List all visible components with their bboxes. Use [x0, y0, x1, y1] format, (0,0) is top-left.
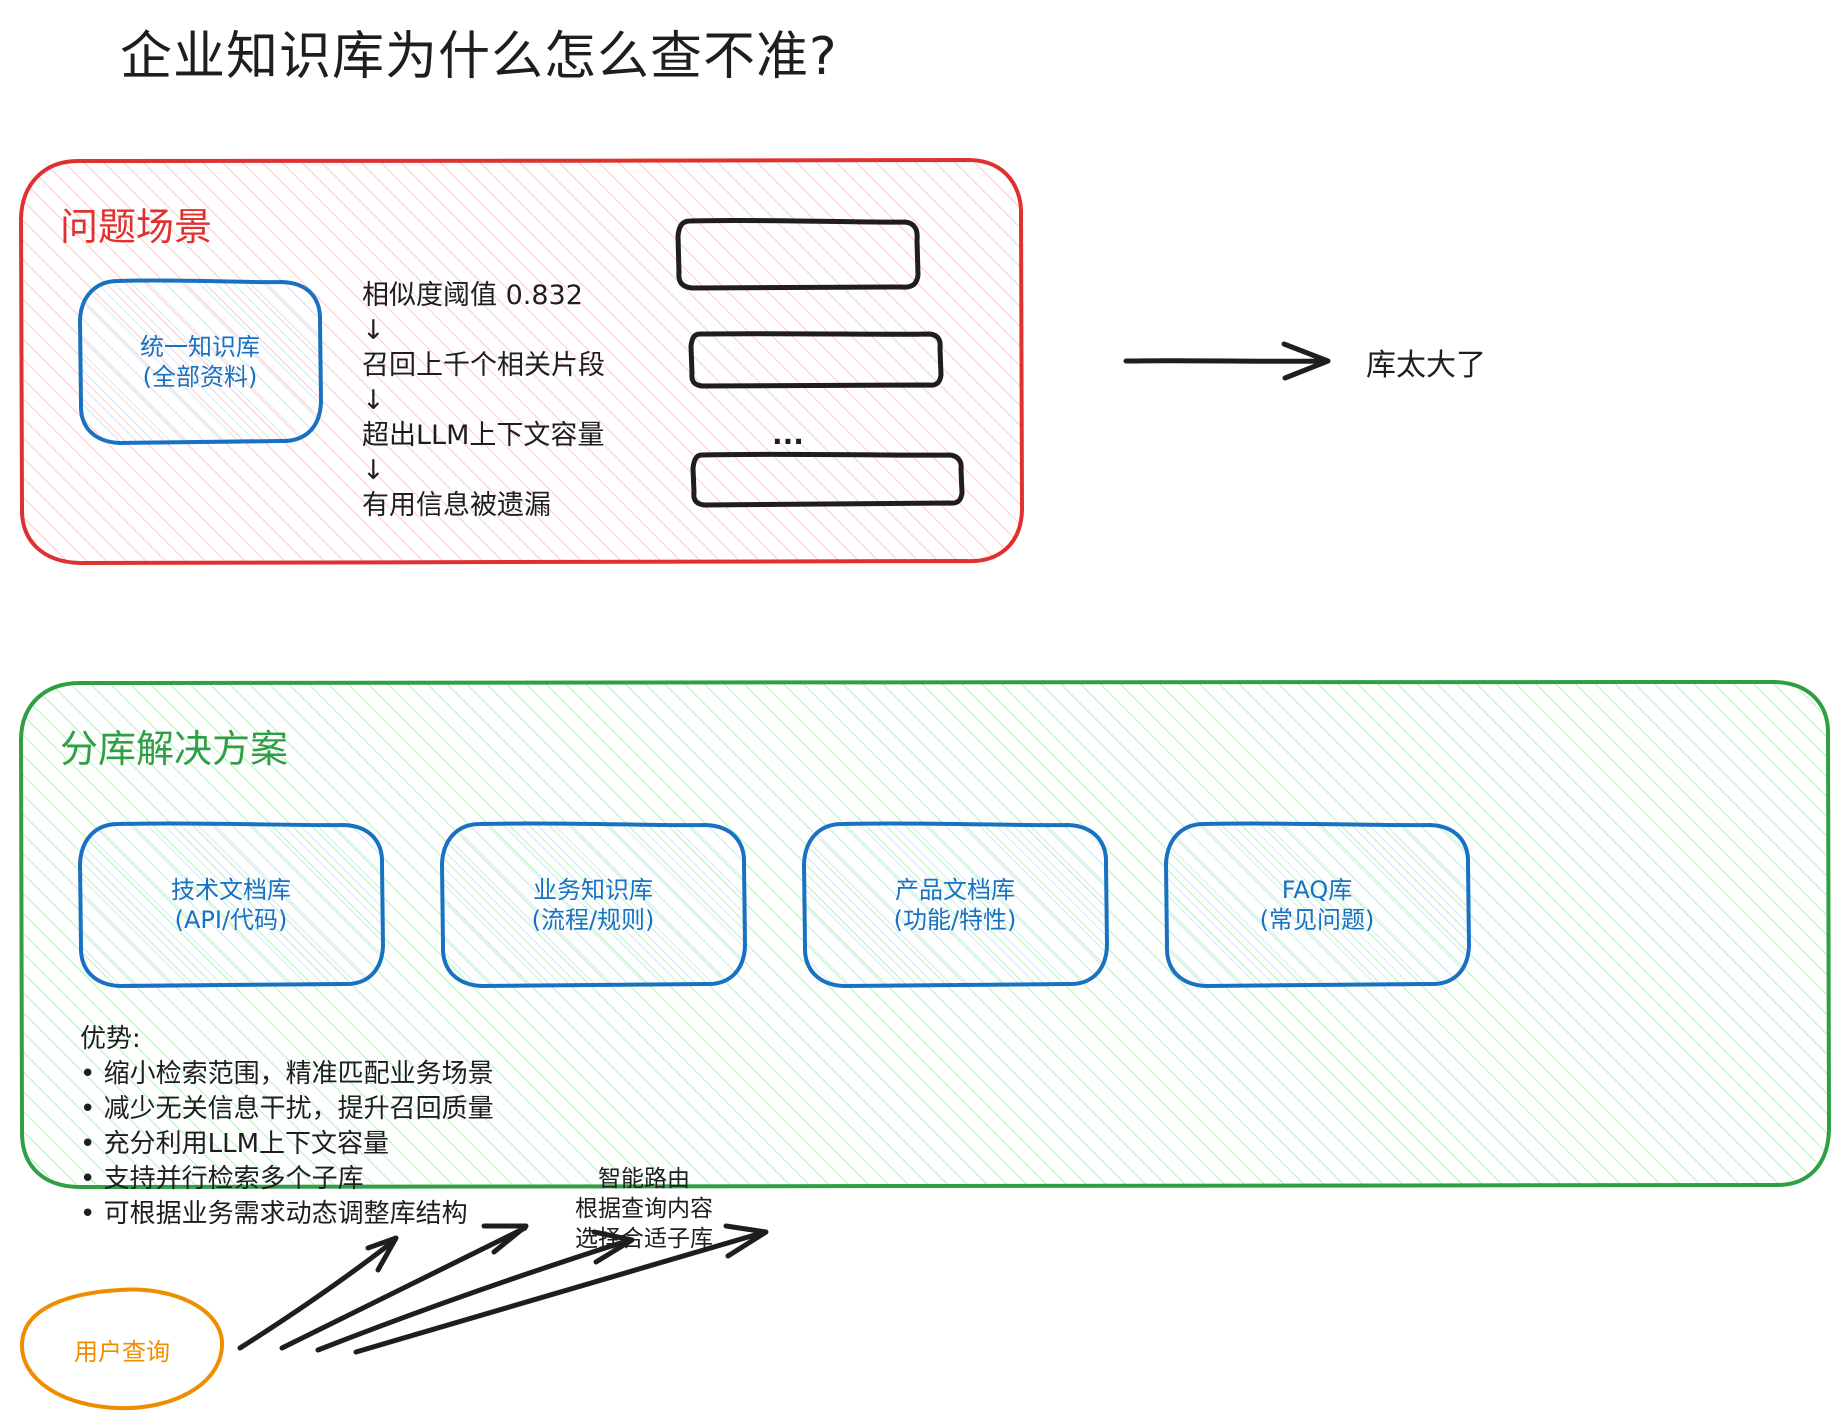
advantages-list: 优势: • 缩小检索范围，精准匹配业务场景 • 减少无关信息干扰，提升召回质量 … [80, 1022, 494, 1232]
advantage-item: • 缩小检索范围，精准匹配业务场景 [80, 1059, 494, 1089]
advantage-item: • 充分利用LLM上下文容量 [80, 1129, 390, 1159]
library-label: 技术文档库 (API/代码) [80, 825, 382, 985]
user-query-node [19, 1287, 225, 1411]
advantage-item: • 可根据业务需求动态调整库结构 [80, 1199, 468, 1229]
library-label: 业务知识库 (流程/规则) [442, 825, 744, 985]
library-name: 业务知识库 [533, 876, 653, 904]
problem-flow: 相似度阈值 0.832 ↓ 召回上千个相关片段 ↓ 超出LLM上下文容量 ↓ 有… [362, 278, 605, 523]
solution-section-title: 分库解决方案 [60, 727, 289, 771]
unified-kb-node [77, 278, 324, 446]
advantages-title: 优势: [80, 1024, 141, 1054]
library-node-product [801, 821, 1110, 989]
library-node-faq [1163, 821, 1472, 989]
library-note: (功能/特性) [893, 906, 1017, 934]
flow-arrow: ↓ [362, 385, 385, 416]
page-title: 企业知识库为什么怎么查不准? [120, 27, 838, 87]
chunk-box [690, 451, 965, 508]
library-name: 技术文档库 [171, 876, 291, 904]
flow-arrow: ↓ [362, 315, 385, 346]
routing-desc: 选择合适子库 [575, 1226, 713, 1252]
flow-step: 超出LLM上下文容量 [362, 420, 605, 451]
routing-label: 智能路由 根据查询内容 选择合适子库 [575, 1164, 713, 1254]
advantage-item: • 减少无关信息干扰，提升召回质量 [80, 1094, 494, 1124]
unified-kb-note: (全部资料) [142, 363, 258, 391]
library-label: FAQ库 (常见问题) [1166, 825, 1468, 985]
chunk-box [675, 217, 921, 291]
flow-step: 有用信息被遗漏 [362, 490, 551, 521]
unified-kb-name: 统一知识库 [140, 333, 260, 361]
library-name: FAQ库 [1281, 876, 1353, 904]
conclusion-arrow [1123, 341, 1331, 381]
flow-step: 相似度阈值 0.832 [362, 280, 583, 311]
library-node-tech [77, 821, 386, 989]
library-note: (API/代码) [174, 906, 288, 934]
routing-title: 智能路由 [598, 1166, 690, 1192]
routing-desc: 根据查询内容 [575, 1196, 713, 1222]
unified-kb-label: 统一知识库 (全部资料) [80, 282, 320, 442]
chunk-box [688, 331, 944, 389]
problem-section-title: 问题场景 [60, 205, 213, 249]
problem-container [18, 157, 1025, 566]
library-node-business [439, 821, 748, 989]
flow-step: 召回上千个相关片段 [362, 350, 605, 381]
routing-arrows [237, 1223, 769, 1355]
advantage-item: • 支持并行检索多个子库 [80, 1164, 364, 1194]
library-name: 产品文档库 [895, 876, 1015, 904]
conclusion-text: 库太大了 [1366, 348, 1486, 383]
user-query-label: 用户查询 [74, 1337, 170, 1366]
library-note: (流程/规则) [531, 906, 655, 934]
library-label: 产品文档库 (功能/特性) [804, 825, 1106, 985]
chunk-ellipsis: ... [772, 418, 804, 451]
flow-arrow: ↓ [362, 455, 385, 486]
library-note: (常见问题) [1259, 906, 1375, 934]
